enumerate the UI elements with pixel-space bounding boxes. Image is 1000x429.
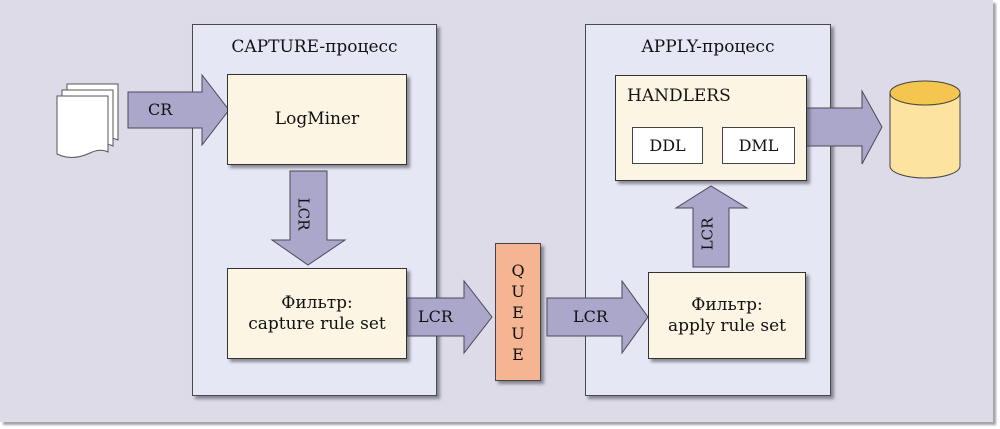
apply-filter-box: Фильтр: apply rule set (648, 272, 806, 359)
lcr-to-queue-arrow (406, 279, 493, 355)
queue-letter: Q (511, 260, 525, 280)
dml-handler-box: DML (722, 127, 795, 164)
queue-box: Q U E U E (495, 243, 541, 381)
queue-letter: U (511, 281, 525, 301)
dml-label: DML (738, 136, 779, 155)
logminer-box: LogMiner (227, 74, 407, 165)
queue-letter: E (512, 344, 524, 364)
ddl-handler-box: DDL (632, 127, 703, 164)
capture-filter-rule-set: capture rule set (248, 313, 386, 334)
handlers-box: HANDLERS DDL DML (615, 75, 807, 181)
lcr-from-queue-label: LCR (573, 307, 608, 326)
lcr-down-arrow (270, 170, 347, 266)
ddl-label: DDL (649, 136, 686, 155)
capture-process-title: CAPTURE-процесс (231, 37, 398, 57)
cr-arrow (127, 73, 230, 147)
lcr-up-arrow-label: LCR (698, 217, 717, 251)
lcr-from-queue-arrow (546, 279, 649, 355)
apply-filter-rule-set: apply rule set (668, 315, 786, 336)
lcr-up-arrow (674, 185, 749, 268)
capture-filter-title: Фильтр: (281, 292, 353, 313)
database-cylinder-icon (889, 80, 961, 179)
apply-process-title: APPLY-процесс (641, 37, 775, 57)
queue-letter: U (511, 323, 525, 343)
capture-filter-box: Фильтр: capture rule set (227, 268, 407, 359)
handlers-title: HANDLERS (627, 86, 731, 106)
logminer-label: LogMiner (274, 109, 360, 129)
lcr-to-queue-label: LCR (418, 307, 453, 326)
cr-arrow-label: CR (148, 100, 173, 119)
queue-letter: E (512, 302, 524, 322)
db-output-arrow (805, 89, 883, 165)
lcr-down-arrow-label: LCR (294, 197, 313, 231)
apply-filter-title: Фильтр: (691, 294, 763, 315)
redo-log-documents-icon (56, 83, 119, 158)
